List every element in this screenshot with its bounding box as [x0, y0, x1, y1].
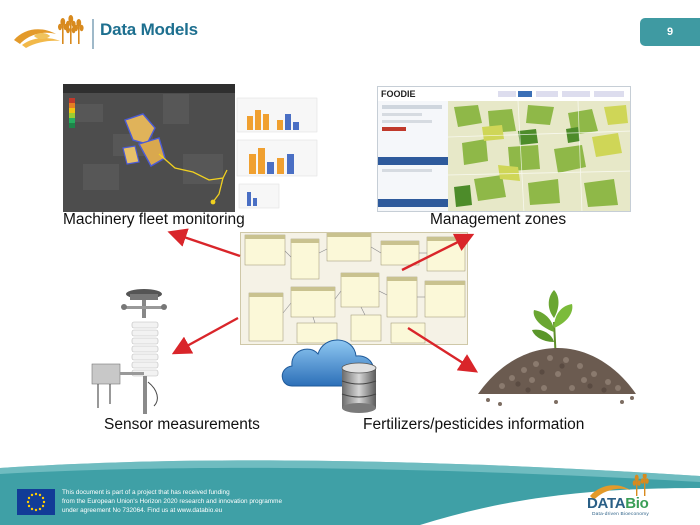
- wordmark-data: DATA: [587, 495, 626, 512]
- funding-line-2: from the European Union's Horizon 2020 r…: [62, 498, 283, 505]
- caption-fertilizers: Fertilizers/pesticides information: [363, 416, 585, 433]
- funding-line-1: This document is part of a project that …: [62, 489, 230, 496]
- caption-machinery: Machinery fleet monitoring: [63, 211, 245, 228]
- foodie-logo: FOODIE: [381, 89, 416, 99]
- fertilizer-pile-image: [478, 290, 636, 406]
- eu-flag-icon: [17, 489, 55, 515]
- caption-sensor: Sensor measurements: [104, 416, 260, 433]
- management-zones-screenshot: FOODIE: [377, 86, 631, 212]
- arrow-to-sensor: [171, 316, 239, 355]
- funding-notice: This document is part of a project that …: [62, 488, 282, 515]
- cloud-database-icon: [281, 339, 377, 413]
- caption-management-zones: Management zones: [430, 211, 567, 228]
- funding-line-3: under agreement No 732064. Find us at ww…: [62, 507, 223, 514]
- page-number-badge: 9: [640, 18, 700, 46]
- databio-logo-icon: [14, 15, 84, 48]
- page-title: Data Models: [100, 20, 198, 39]
- weather-station-icon: [91, 289, 167, 414]
- wordmark-bio: Bio: [625, 495, 649, 512]
- header-separator: [92, 19, 94, 49]
- footer-band: [0, 460, 700, 525]
- databio-footer-logo-icon: [590, 474, 649, 500]
- machinery-fleet-screenshot: [63, 84, 321, 212]
- databio-wordmark: DATABio: [587, 495, 649, 512]
- arrow-to-machinery: [167, 228, 241, 258]
- databio-tagline: Data-driven Bioeconomy: [592, 512, 649, 517]
